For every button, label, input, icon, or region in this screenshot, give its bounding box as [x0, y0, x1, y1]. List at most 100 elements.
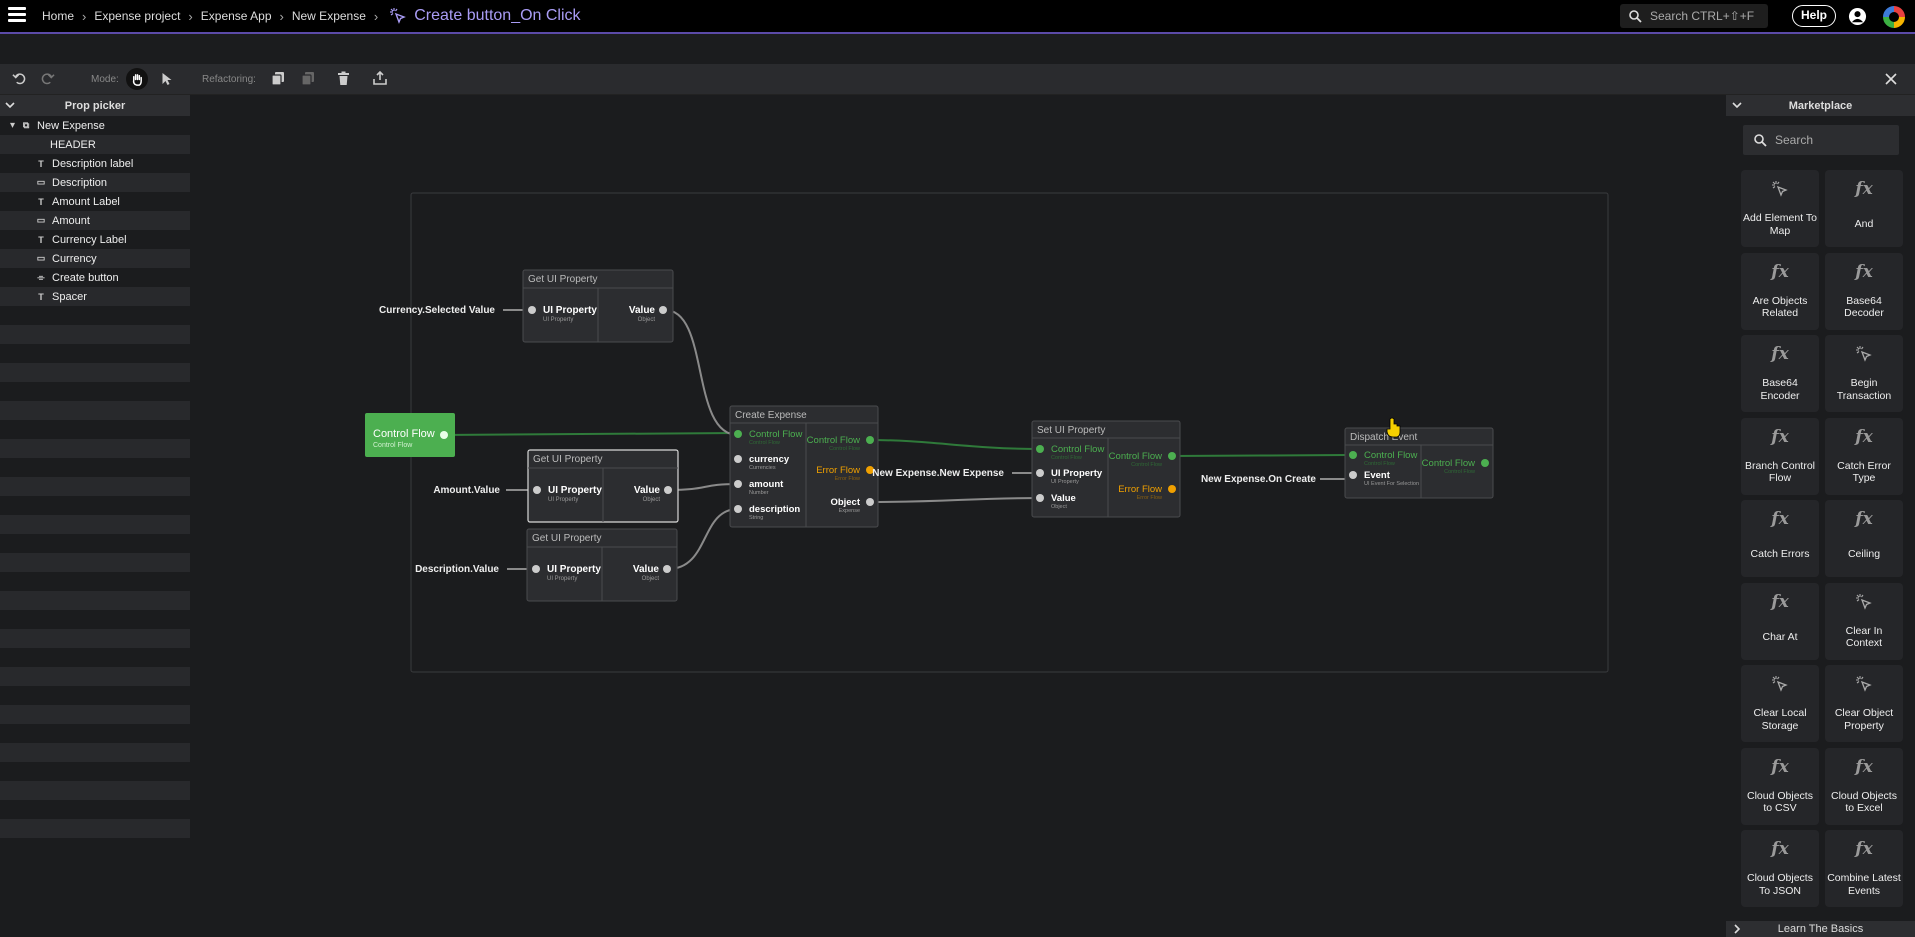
export-icon[interactable]: [373, 71, 387, 86]
set-node[interactable]: [1031, 420, 1181, 518]
tree-item[interactable]: ⌯Create button: [0, 268, 190, 287]
tree-item-label: Currency Label: [52, 233, 127, 246]
marketplace-item-label: Clear Local Storage: [1753, 707, 1807, 732]
marketplace-item-label: Char At: [1762, 630, 1798, 643]
output-port[interactable]: [664, 486, 672, 494]
tree-item[interactable]: ▭Amount: [0, 211, 190, 230]
fx-icon: fx: [1855, 179, 1873, 199]
fx-icon: fx: [1771, 344, 1789, 364]
input-port[interactable]: [532, 565, 540, 573]
breadcrumb-home[interactable]: Home: [42, 9, 75, 23]
marketplace-item[interactable]: Add Element To Map: [1741, 170, 1819, 247]
breadcrumb-page[interactable]: New Expense: [291, 9, 366, 23]
output-port[interactable]: [1168, 452, 1176, 460]
create-node[interactable]: [729, 405, 879, 528]
menu-icon[interactable]: [8, 7, 26, 23]
node-title: Create Expense: [735, 410, 807, 421]
marketplace-item[interactable]: Begin Transaction: [1825, 335, 1903, 412]
output-port[interactable]: [866, 436, 874, 444]
copy-icon[interactable]: [271, 71, 285, 86]
tree-item[interactable]: ▾⧉New Expense: [0, 116, 190, 135]
caret-down-icon[interactable]: ▾: [10, 120, 16, 131]
input-port[interactable]: [533, 486, 541, 494]
port-label: UI Property: [548, 485, 602, 496]
control-flow-start-port[interactable]: [440, 431, 448, 439]
fx-icon: fx: [1771, 839, 1789, 859]
port-label: Object: [830, 497, 860, 508]
input-port[interactable]: [528, 306, 536, 314]
paste-icon[interactable]: [301, 71, 315, 86]
prop-picker-header[interactable]: Prop picker: [0, 95, 190, 116]
breadcrumb-project[interactable]: Expense project: [94, 9, 181, 23]
port-sublabel: Expense: [839, 508, 860, 514]
port-label: Value: [633, 564, 660, 575]
output-port[interactable]: [1481, 459, 1489, 467]
input-port[interactable]: [1036, 445, 1044, 453]
currency-wire: [664, 309, 739, 436]
control-flow-start-node[interactable]: [365, 413, 455, 457]
input-port[interactable]: [1036, 494, 1044, 502]
marketplace-item[interactable]: Clear In Context: [1825, 582, 1903, 660]
output-port[interactable]: [1168, 485, 1176, 493]
undo-icon[interactable]: [12, 71, 27, 86]
tree-item[interactable]: ▭Description: [0, 173, 190, 192]
tree-item[interactable]: HEADER: [0, 135, 190, 154]
chevron-down-icon[interactable]: [1731, 99, 1743, 111]
tree-empty-row: [0, 610, 190, 629]
input-port[interactable]: [1036, 469, 1044, 477]
control-flow-start-title: Control Flow: [373, 428, 435, 440]
redo-icon[interactable]: [40, 71, 55, 86]
user-icon[interactable]: [1848, 7, 1867, 26]
text-icon: T: [38, 158, 44, 169]
input-port[interactable]: [734, 430, 742, 438]
trash-icon[interactable]: [337, 71, 350, 86]
close-icon[interactable]: [1885, 73, 1897, 85]
tree-empty-row: [0, 705, 190, 724]
app-logo-icon[interactable]: [1881, 4, 1907, 30]
input-value-label: New Expense.New Expense: [872, 468, 1004, 479]
pan-mode-button[interactable]: [126, 68, 148, 90]
marketplace-search-input[interactable]: Search: [1743, 125, 1899, 155]
help-button[interactable]: Help: [1792, 5, 1836, 27]
input-port[interactable]: [1349, 471, 1357, 479]
marketplace-header[interactable]: Marketplace: [1726, 95, 1915, 116]
input-port[interactable]: [734, 505, 742, 513]
marketplace-item[interactable]: Clear Object Property: [1825, 665, 1903, 742]
input-port[interactable]: [734, 455, 742, 463]
chevron-right-icon[interactable]: [1731, 923, 1743, 935]
output-port[interactable]: [663, 565, 671, 573]
tree-item[interactable]: ▭Currency: [0, 249, 190, 268]
pointer-icon[interactable]: [160, 72, 173, 86]
learn-basics-section[interactable]: Learn The Basics: [1726, 921, 1915, 937]
chevron-down-icon[interactable]: [4, 99, 16, 111]
breadcrumb-app[interactable]: Expense App: [200, 9, 272, 23]
marketplace-item[interactable]: Clear Local Storage: [1741, 665, 1819, 742]
input-port[interactable]: [734, 480, 742, 488]
output-port[interactable]: [866, 498, 874, 506]
marketplace-item-label: Branch Control Flow: [1744, 459, 1816, 485]
output-port[interactable]: [866, 466, 874, 474]
global-search-input[interactable]: Search CTRL+⇧+F: [1620, 4, 1768, 28]
output-port[interactable]: [659, 306, 667, 314]
input-port[interactable]: [1349, 451, 1357, 459]
